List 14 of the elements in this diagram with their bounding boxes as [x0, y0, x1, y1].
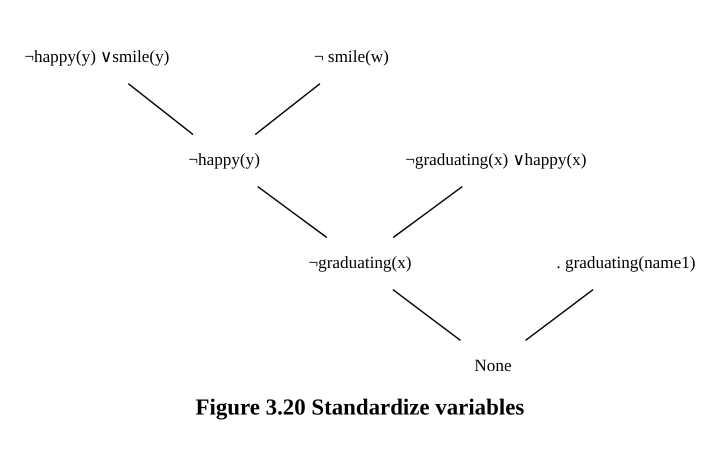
node-text: ¬happy(y) ∨smile(y)	[24, 46, 170, 66]
connector	[392, 186, 463, 238]
connector	[525, 288, 594, 342]
node-text: ¬graduating(x) ∨happy(x)	[405, 150, 586, 169]
node-text: None	[474, 356, 512, 375]
connector	[392, 288, 461, 342]
connector	[128, 83, 194, 136]
connector	[257, 186, 328, 238]
node-text: ¬ smile(w)	[314, 46, 389, 66]
connector	[254, 83, 320, 136]
node-text: ¬happy(y)	[188, 150, 260, 169]
node-text: . graduating(name1)	[556, 252, 696, 272]
caption: Figure 3.20 Standardize variables	[196, 394, 524, 420]
node-text: ¬graduating(x)	[308, 252, 412, 272]
